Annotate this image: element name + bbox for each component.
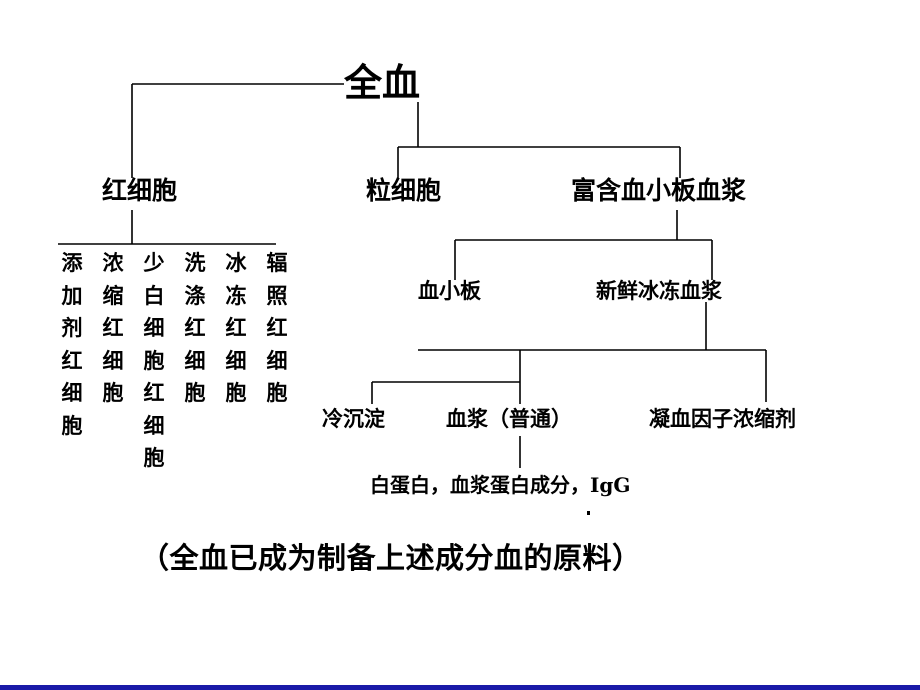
node-concentrated-red-cells: 浓缩红细胞: [102, 250, 124, 405]
node-platelet-rich-plasma: 富含血小板血浆: [571, 176, 747, 205]
stray-dot: [587, 511, 590, 515]
node-plasma-protein-products: 白蛋白，血浆蛋白成分，IgG: [370, 473, 631, 497]
node-plasma-ordinary: 血浆（普通）: [446, 406, 572, 431]
node-additive-red-cells: 添加剂红细胞: [61, 250, 83, 438]
node-platelets: 血小板: [418, 278, 481, 303]
node-granulocytes: 粒细胞: [366, 176, 442, 205]
node-red-cells: 红细胞: [102, 176, 178, 205]
node-leukoreduced-red-cells: 少白细胞红细胞: [143, 250, 165, 470]
node-whole-blood: 全血: [344, 60, 421, 105]
node-coagulation-factor-concentrate: 凝血因子浓缩剂: [649, 406, 796, 431]
diagram-caption: （全血已成为制备上述成分血的原料）: [140, 541, 642, 575]
node-washed-red-cells: 洗涤红细胞: [184, 250, 206, 405]
bottom-rule: [0, 685, 920, 690]
node-cryoprecipitate: 冷沉淀: [322, 406, 385, 431]
node-irradiated-red-cells: 辐照红细胞: [266, 250, 288, 405]
node-fresh-frozen-plasma: 新鲜冰冻血浆: [596, 278, 722, 303]
node-frozen-red-cells: 冰冻红细胞: [225, 250, 247, 405]
